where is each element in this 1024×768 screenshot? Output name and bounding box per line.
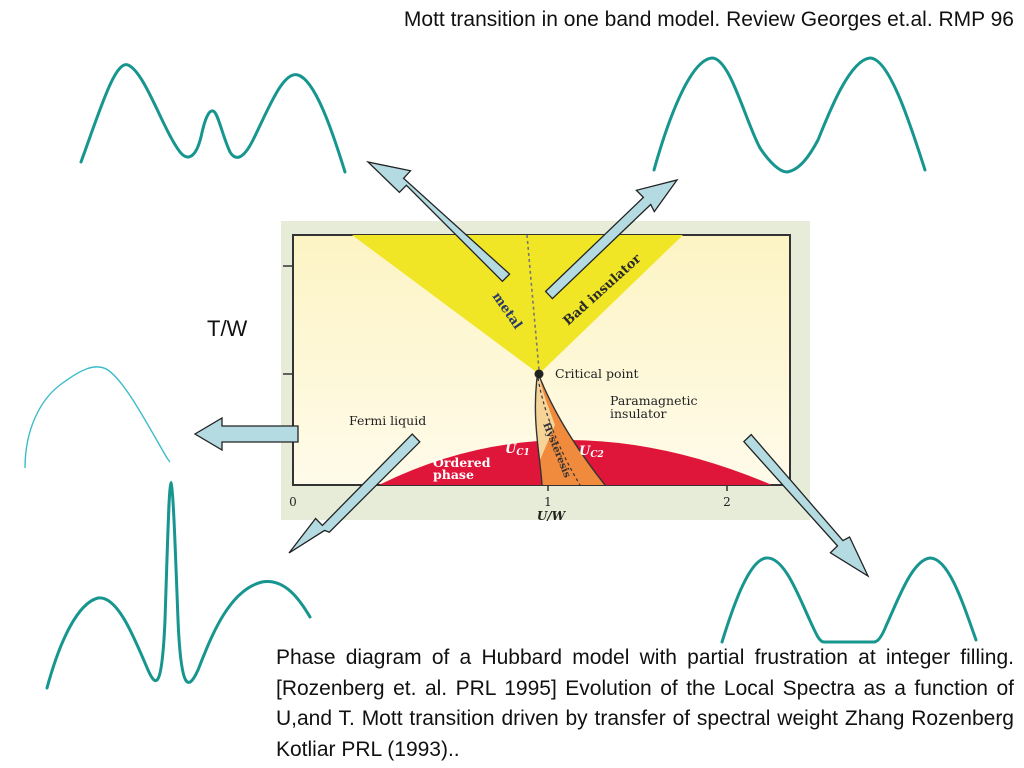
uc1-label-main: U <box>505 442 517 457</box>
first-order-dotted-line <box>537 377 581 486</box>
arrow-to-fermi-liquid-spectrum <box>193 416 299 452</box>
crossover-region <box>352 235 683 374</box>
arrow-to-gapped-spectrum <box>742 433 870 578</box>
x-tick-label-0: 0 <box>289 495 297 509</box>
uc1-line <box>534 377 543 486</box>
uc2-label: UC2 <box>579 444 604 460</box>
temperature-axis-label: T/W <box>207 316 248 341</box>
arrow-to-metal-spectrum <box>365 160 511 283</box>
slide-title: Mott transition in one band model. Revie… <box>403 8 1014 31</box>
arrow-to-low-temperature-spectrum <box>288 433 421 554</box>
uc1-label: UC1 <box>505 442 530 458</box>
gapped-spectrum-curve <box>720 556 978 644</box>
high-temperature-spectrum-curve <box>24 366 171 469</box>
insulator-spectrum-curve <box>652 56 927 174</box>
critical-point-marker <box>534 369 544 379</box>
ordered-phase-label-line2: phase <box>433 467 474 482</box>
hysteresis-inner <box>535 378 555 460</box>
x-axis-label: U/W <box>537 509 567 523</box>
critical-point-label: Critical point <box>555 366 639 381</box>
uc2-label-sub: C2 <box>590 450 603 460</box>
uc2-line <box>539 377 606 486</box>
ordered-phase-label-line1: Ordered <box>433 455 491 470</box>
paramagnetic-label-line2: insulator <box>610 406 667 421</box>
hysteresis-region <box>535 378 605 485</box>
uc2-label-main: U <box>579 444 591 459</box>
paramagnetic-label-line1: Paramagnetic <box>610 393 698 408</box>
spectra-curves <box>45 56 978 690</box>
crossover-dotted-line <box>526 234 540 371</box>
uc1-label-sub: C1 <box>516 448 529 458</box>
figure-caption: Phase diagram of a Hubbard model with pa… <box>276 646 1014 761</box>
x-tick-label-1: 1 <box>544 495 552 509</box>
fermi-liquid-spectrum-curve <box>45 480 312 690</box>
fermi-liquid-label: Fermi liquid <box>349 413 426 428</box>
metal-spectrum-curve <box>79 63 347 174</box>
x-tick-label-2: 2 <box>723 495 731 509</box>
arrow-to-insulator-spectrum <box>544 178 679 300</box>
